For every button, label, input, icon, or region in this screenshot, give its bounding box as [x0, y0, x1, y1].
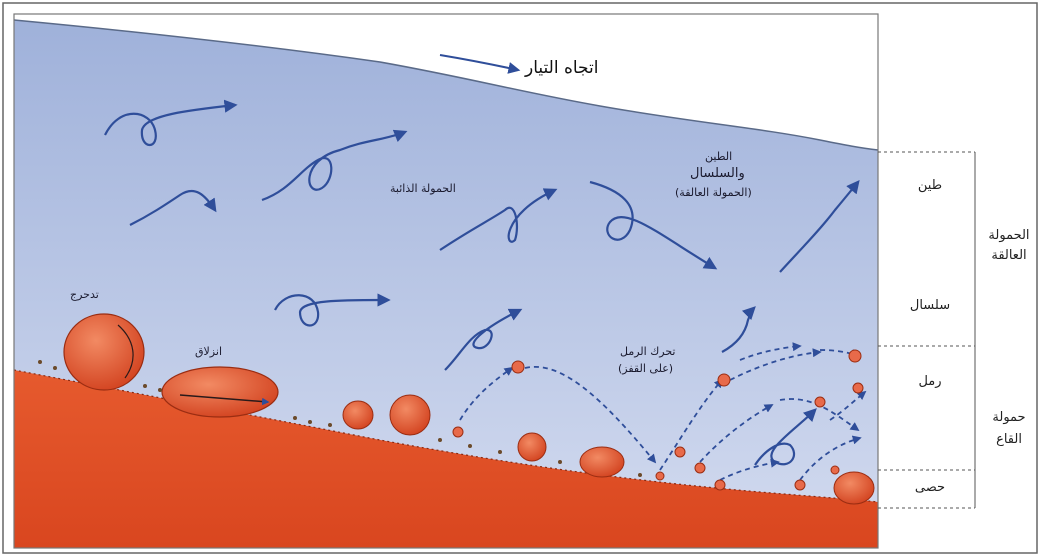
side-label-sand: رمل	[900, 372, 960, 392]
rolling-label: تدحرج	[70, 288, 99, 301]
sand-grain	[718, 374, 730, 386]
sand-grain	[815, 397, 825, 407]
pebble	[580, 447, 624, 477]
sand-grain	[675, 447, 685, 457]
side-group-bed-1: حمولة	[980, 408, 1038, 428]
current-direction-arrow	[440, 55, 518, 70]
rolling-boulder	[64, 314, 144, 390]
sand-grain	[831, 466, 839, 474]
clay-silt-label-2: والسلسال	[690, 166, 745, 181]
saltation-label-1: تحرك الرمل	[620, 345, 676, 358]
clay-silt-label-1: الطين	[705, 150, 732, 163]
sand-grain	[453, 427, 463, 437]
sliding-boulder	[162, 367, 278, 417]
side-label-gravel: حصى	[900, 478, 960, 498]
sand-grain	[853, 383, 863, 393]
sand-grain	[512, 361, 524, 373]
side-label-silt: سلسال	[900, 296, 960, 316]
side-group-suspended-2: العالقة	[980, 246, 1038, 266]
pebble	[834, 472, 874, 504]
pebble	[390, 395, 430, 435]
sliding-label: انزلاق	[195, 345, 222, 358]
scale-lines	[878, 152, 975, 508]
saltation-label-2: (على القفز)	[618, 362, 673, 375]
suspended-load-label: الحمولة الذائبة	[390, 182, 456, 195]
sand-grain	[656, 472, 664, 480]
sand-grain	[849, 350, 861, 362]
current-direction-label: اتجاه التيار	[525, 58, 598, 78]
side-group-bed-2: القاع	[980, 430, 1038, 450]
side-group-suspended-1: الحمولة	[980, 226, 1038, 246]
clay-silt-label-3: (الحمولة العالقة)	[675, 186, 752, 199]
sand-grain	[795, 480, 805, 490]
sand-grain	[715, 480, 725, 490]
side-label-clay: طين	[900, 176, 960, 196]
pebble	[343, 401, 373, 429]
sand-grain	[695, 463, 705, 473]
pebble	[518, 433, 546, 461]
